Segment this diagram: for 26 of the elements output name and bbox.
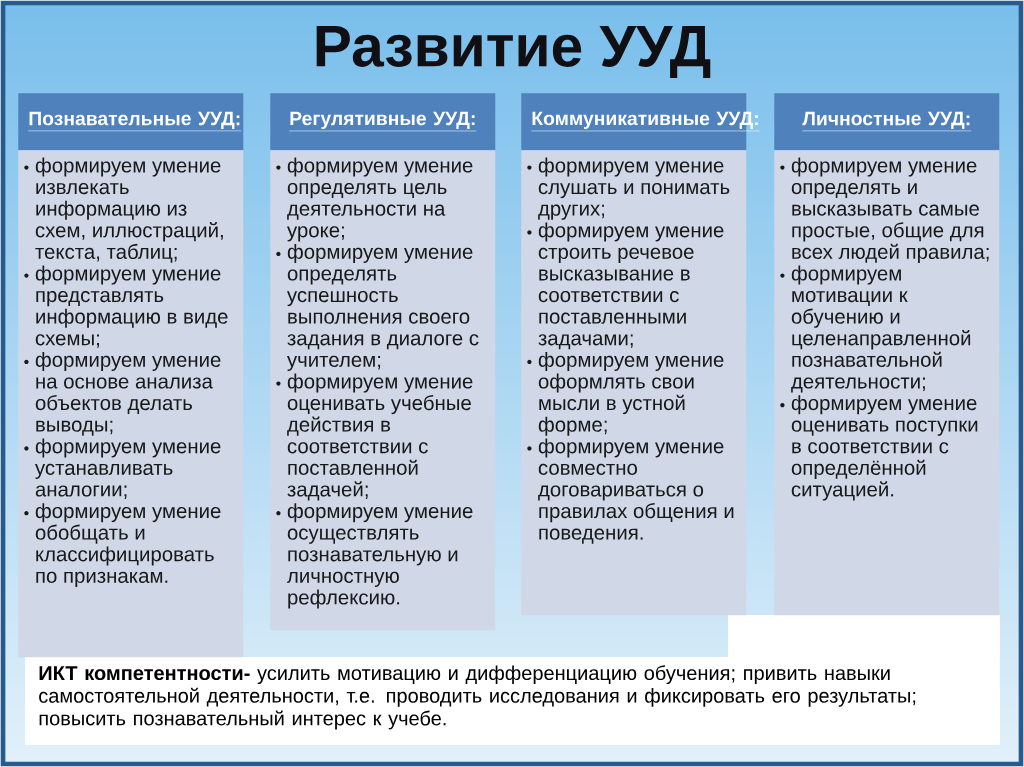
bullet-item: формируем умение извлекать информацию из схем, иллюстраций, текста, таблиц; [24,157,223,263]
bullet-item: формируем умение устанавливать аналогии; [24,438,221,499]
bullet-list-panel [521,150,747,616]
column-header: Познавательные УУД: [18,93,244,151]
column-header: Регулятивные УУД: [270,93,496,151]
note-text: ИКТ компетентности- усилить мотивацию и дифференциацию обучения; привить навыки самостоятельной деятельности, т.е. проводить исследования и фиксировать его результаты; повысить познавательный интерес к учебе. [39,665,916,730]
title: Развитие УУД [316,26,711,79]
bullet-list-panel [774,150,1000,616]
bullet-item: формируем умение обобщать и классифицировать по признакам. [24,503,221,587]
bullet-item: формируем умение представлять информацию в виде схемы; [24,265,228,348]
bullet-item: формируем умение осуществлять познавательную и личностную рефлексию. [276,503,473,609]
bullet-list-panel [270,150,496,631]
bullet-item: формируем умение определять и высказывать самые простые, общие для всех людей правила; [780,157,989,263]
bullet-list-panel [18,150,244,658]
bullet-item: формируем мотивации к обучению и целенаправленной познавательной деятельности; [780,265,971,393]
bullet-item: формируем умение оформлять свои мысли в устной форме; [527,352,724,436]
bullet-item: формируем умение слушать и понимать других; [527,157,730,220]
bullet-item: формируем умение совместно договариваться о правилах общения и поведения. [527,438,734,544]
bullet-item: формируем умение оценивать поступки в соответствии с определённой ситуацией. [780,395,978,501]
bullet-item: формируем умение определять цель деятельности на уроке; [276,157,473,242]
bullet-item: формируем умение строить речевое высказывание в соответствии с поставленными задачами; [527,222,724,350]
column-header: Личностные УУД: [774,93,1000,151]
bullet-item: формируем умение оценивать учебные действия в соответствии с поставленной задачей; [276,373,473,501]
column-header: Коммуникативные УУД: [521,93,760,151]
bullet-item: формируем умение на основе анализа объектов делать выводы; [24,352,221,436]
bullet-item: формируем умение определять успешность выполнения своего задания в диалоге с учителем; [276,244,479,371]
